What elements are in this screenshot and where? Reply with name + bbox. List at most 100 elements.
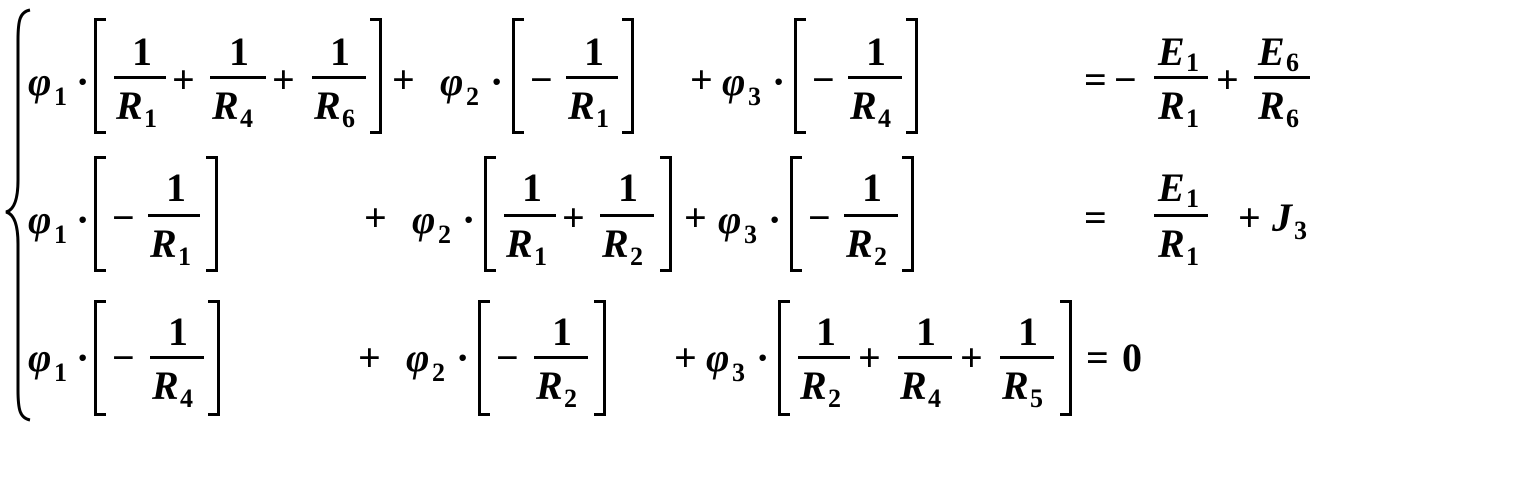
denominator-R: R: [850, 83, 877, 128]
numerator: 1: [552, 309, 572, 354]
subscript: 3: [744, 220, 757, 249]
left-bracket: [478, 300, 490, 416]
fraction-bar: [798, 356, 850, 359]
left-bracket: [484, 156, 496, 272]
plus-operator: +: [690, 57, 713, 102]
fraction-bar: [1000, 356, 1054, 359]
subscript: 3: [748, 82, 761, 111]
minus-operator: −: [496, 335, 519, 380]
subscript: 1: [1186, 242, 1199, 271]
dot-operator: ·: [456, 335, 470, 380]
dot-operator: ·: [462, 197, 476, 242]
system-brace: [5, 8, 31, 422]
fraction-bar: [312, 76, 366, 79]
numerator: 1: [168, 309, 188, 354]
numerator-E: E: [1158, 165, 1185, 210]
phi-symbol: φ: [406, 335, 430, 380]
plus-operator: +: [1216, 57, 1239, 102]
numerator: 1: [229, 29, 249, 74]
current-source-J: J: [1272, 195, 1292, 240]
fraction-bar: [566, 76, 618, 79]
right-bracket: [1060, 300, 1072, 416]
phi-symbol: φ: [28, 197, 52, 242]
minus-operator: −: [530, 57, 553, 102]
minus-operator: −: [112, 195, 135, 240]
right-bracket: [370, 18, 382, 134]
plus-operator: +: [960, 335, 983, 380]
subscript: 2: [432, 358, 445, 387]
denominator-R: R: [800, 363, 827, 408]
numerator: 1: [584, 29, 604, 74]
equals-sign: =: [1084, 195, 1107, 240]
dot-operator: ·: [772, 59, 786, 104]
equals-sign: =: [1084, 57, 1107, 102]
plus-operator: +: [674, 335, 697, 380]
denominator-R: R: [506, 221, 533, 266]
denominator-R: R: [536, 363, 563, 408]
fraction-bar: [150, 356, 204, 359]
phi-symbol: φ: [706, 335, 730, 380]
right-bracket: [594, 300, 606, 416]
numerator: 1: [166, 165, 186, 210]
fraction-bar: [898, 356, 952, 359]
plus-operator: +: [858, 335, 881, 380]
left-bracket: [94, 156, 106, 272]
dot-operator: ·: [76, 59, 90, 104]
numerator: 1: [522, 165, 542, 210]
denominator-R: R: [1258, 83, 1285, 128]
subscript: 4: [240, 104, 253, 133]
left-bracket: [94, 300, 106, 416]
subscript: 2: [828, 384, 841, 413]
left-bracket: [790, 156, 802, 272]
fraction-bar: [1154, 214, 1208, 217]
phi-symbol: φ: [28, 59, 52, 104]
subscript: 3: [732, 358, 745, 387]
right-bracket: [622, 18, 634, 134]
denominator-R: R: [846, 221, 873, 266]
subscript: 2: [564, 384, 577, 413]
minus-operator: −: [112, 335, 135, 380]
subscript: 2: [630, 242, 643, 271]
dot-operator: ·: [490, 59, 504, 104]
plus-operator: +: [1238, 195, 1261, 240]
subscript: 2: [438, 220, 451, 249]
subscript: 1: [1186, 104, 1199, 133]
left-bracket: [94, 18, 106, 134]
denominator-R: R: [212, 83, 239, 128]
numerator: 1: [132, 29, 152, 74]
subscript: 2: [874, 242, 887, 271]
subscript: 4: [180, 384, 193, 413]
subscript: 6: [1286, 104, 1299, 133]
plus-operator: +: [684, 195, 707, 240]
plus-operator: +: [272, 57, 295, 102]
minus-operator: −: [808, 195, 831, 240]
right-bracket: [206, 156, 218, 272]
fraction-bar: [210, 76, 266, 79]
subscript: 4: [928, 384, 941, 413]
denominator-R: R: [1158, 83, 1185, 128]
fraction-bar: [1254, 76, 1310, 79]
subscript: 5: [1030, 384, 1043, 413]
fraction-bar: [1154, 76, 1208, 79]
numerator: 1: [862, 165, 882, 210]
dot-operator: ·: [76, 335, 90, 380]
dot-operator: ·: [76, 197, 90, 242]
numerator: 1: [330, 29, 350, 74]
fraction-bar: [600, 214, 654, 217]
numerator: 1: [916, 309, 936, 354]
subscript: 1: [178, 242, 191, 271]
plus-operator: +: [562, 195, 585, 240]
right-bracket: [902, 156, 914, 272]
left-bracket: [794, 18, 806, 134]
subscript: 6: [342, 104, 355, 133]
subscript: 1: [54, 82, 67, 111]
subscript: 1: [144, 104, 157, 133]
denominator-R: R: [602, 221, 629, 266]
phi-symbol: φ: [440, 59, 464, 104]
fraction-bar: [848, 76, 902, 79]
fraction-bar: [114, 76, 166, 79]
denominator-R: R: [568, 83, 595, 128]
left-bracket: [778, 300, 790, 416]
plus-operator: +: [358, 335, 381, 380]
